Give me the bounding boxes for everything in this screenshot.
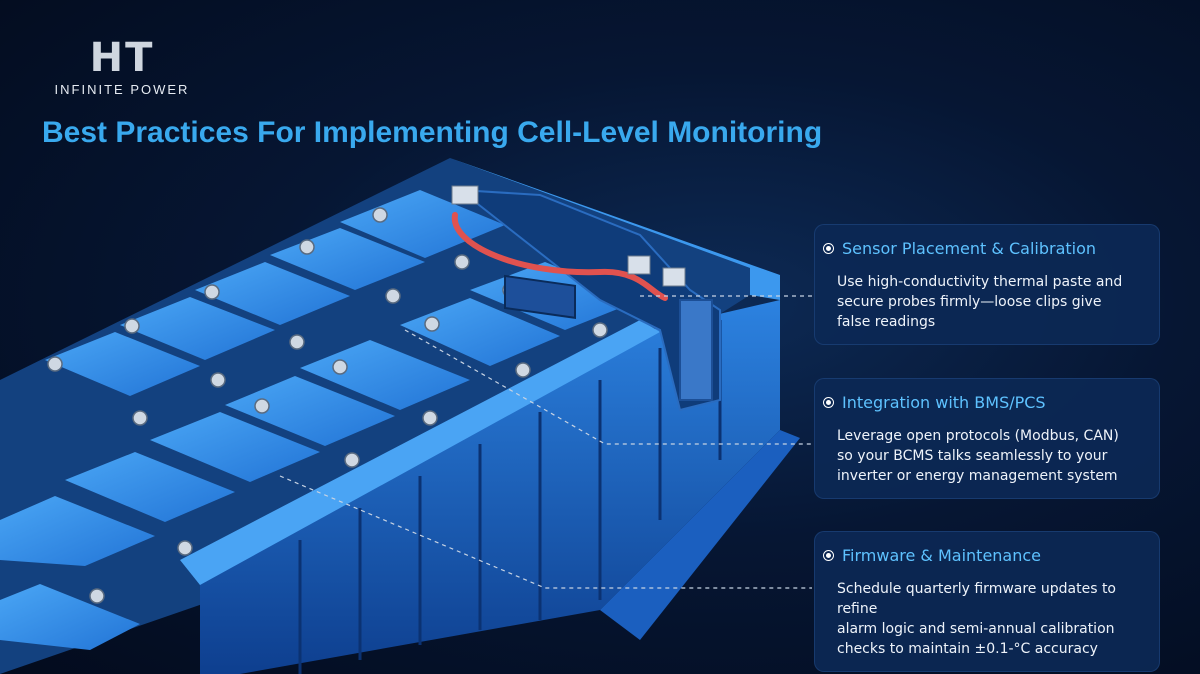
connector-3 bbox=[662, 267, 686, 287]
cell-terminals bbox=[47, 207, 608, 604]
card-title-text: Firmware & Maintenance bbox=[842, 546, 1042, 565]
card-title: Firmware & Maintenance bbox=[823, 546, 1151, 565]
card-title-text: Integration with BMS/PCS bbox=[842, 393, 1046, 412]
radio-bullet-icon bbox=[823, 397, 834, 408]
company-logo: HT INFINITE POWER bbox=[42, 36, 202, 97]
tray-front-wall bbox=[200, 300, 780, 674]
lcd-display bbox=[504, 274, 576, 319]
card-title: Sensor Placement & Calibration bbox=[823, 239, 1151, 258]
card-integration: Integration with BMS/PCS Leverage open p… bbox=[814, 378, 1160, 499]
red-cable bbox=[451, 212, 668, 301]
card-line: inverter or energy management system bbox=[837, 468, 1118, 484]
card-title: Integration with BMS/PCS bbox=[823, 393, 1151, 412]
card-line: secure probes firmly—loose clips give bbox=[837, 294, 1102, 310]
page-title: Best Practices For Implementing Cell-Lev… bbox=[42, 116, 823, 149]
card-body: Schedule quarterly firmware updates to r… bbox=[823, 579, 1151, 659]
card-line: so your BCMS talks seamlessly to your bbox=[837, 448, 1108, 464]
heatsink bbox=[679, 299, 713, 401]
card-line: false readings bbox=[837, 314, 936, 330]
radio-bullet-icon bbox=[823, 550, 834, 561]
card-line: checks to maintain ±0.1-°C accuracy bbox=[837, 641, 1098, 657]
card-line: Schedule quarterly firmware updates to r… bbox=[837, 581, 1116, 617]
card-line: Leverage open protocols (Modbus, CAN) bbox=[837, 428, 1119, 444]
tray-rim-front bbox=[180, 320, 660, 585]
logo-mark: HT bbox=[89, 35, 155, 81]
logo-text: INFINITE POWER bbox=[54, 82, 190, 97]
connector-1 bbox=[451, 185, 479, 205]
connector-2 bbox=[627, 255, 651, 275]
leader-lines bbox=[279, 295, 812, 589]
card-body: Use high-conductivity thermal paste and … bbox=[823, 272, 1151, 332]
card-line: Use high-conductivity thermal paste and bbox=[837, 274, 1123, 290]
card-firmware: Firmware & Maintenance Schedule quarterl… bbox=[814, 531, 1160, 672]
card-title-text: Sensor Placement & Calibration bbox=[842, 239, 1097, 258]
radio-bullet-icon bbox=[823, 243, 834, 254]
card-line: alarm logic and semi-annual calibration bbox=[837, 621, 1115, 637]
card-body: Leverage open protocols (Modbus, CAN) so… bbox=[823, 426, 1151, 486]
card-sensor-placement: Sensor Placement & Calibration Use high-… bbox=[814, 224, 1160, 345]
